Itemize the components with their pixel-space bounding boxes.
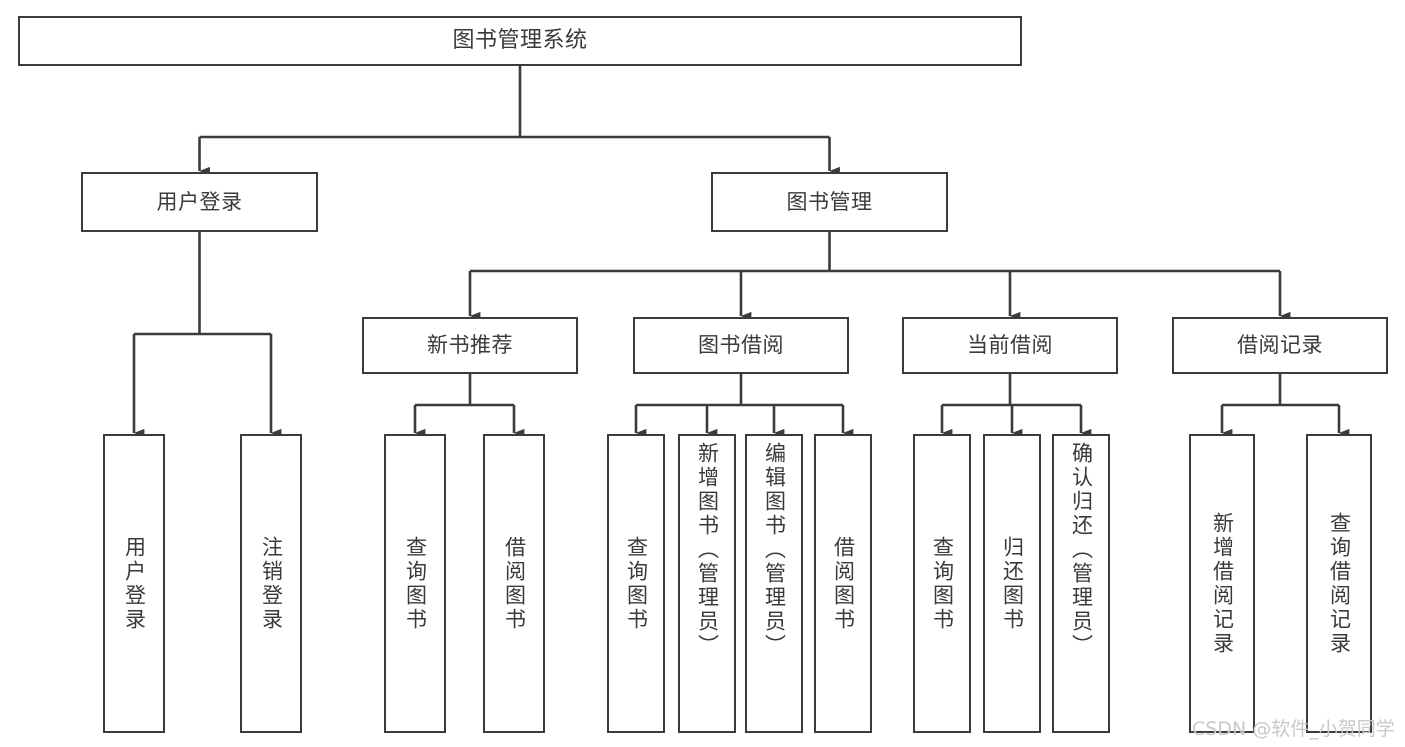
node-label: 借阅图书 — [502, 535, 527, 632]
node-l1-leaf[interactable]: 用户登录 — [103, 434, 165, 733]
node-label: 新增借阅记录 — [1210, 511, 1235, 656]
node-label: 新书推荐 — [427, 333, 513, 358]
node-label: 借阅记录 — [1237, 333, 1323, 358]
node-label: 用户登录 — [156, 189, 243, 214]
node-label: 用户登录 — [122, 535, 147, 632]
node-label: 当前借阅 — [967, 333, 1053, 358]
node-l10-leaf[interactable]: 归还图书 — [983, 434, 1041, 733]
node-l4-leaf[interactable]: 借阅图书 — [483, 434, 545, 733]
node-s2-subbranch[interactable]: 图书借阅 — [633, 317, 849, 374]
node-label: 图书借阅 — [698, 333, 784, 358]
node-s3-subbranch[interactable]: 当前借阅 — [902, 317, 1118, 374]
node-l3-leaf[interactable]: 查询图书 — [384, 434, 446, 733]
node-root-root[interactable]: 图书管理系统 — [18, 16, 1022, 66]
node-label: 借阅图书 — [831, 535, 856, 632]
node-s1-subbranch[interactable]: 新书推荐 — [362, 317, 578, 374]
csdn-watermark: CSDN @软件_小贺同学 — [1192, 718, 1395, 740]
node-label: 查询图书 — [624, 535, 649, 632]
node-label: 编辑图书（管理员） — [762, 442, 787, 658]
node-label: 查询借阅记录 — [1327, 511, 1352, 656]
node-label: 确认归还（管理员） — [1069, 442, 1094, 658]
node-label: 新增图书（管理员） — [695, 442, 720, 658]
node-label: 归还图书 — [1000, 535, 1025, 632]
node-label: 图书管理 — [786, 189, 873, 214]
node-l13-leaf[interactable]: 查询借阅记录 — [1306, 434, 1372, 733]
node-label: 注销登录 — [259, 535, 284, 632]
node-l11-leaf[interactable]: 确认归还（管理员） — [1052, 434, 1110, 733]
node-label: 查询图书 — [403, 535, 428, 632]
node-s4-subbranch[interactable]: 借阅记录 — [1172, 317, 1388, 374]
node-l5-leaf[interactable]: 查询图书 — [607, 434, 665, 733]
node-l8-leaf[interactable]: 借阅图书 — [814, 434, 872, 733]
node-l7-leaf[interactable]: 编辑图书（管理员） — [745, 434, 803, 733]
node-b2-branch[interactable]: 图书管理 — [711, 172, 948, 232]
node-l12-leaf[interactable]: 新增借阅记录 — [1189, 434, 1255, 733]
node-l9-leaf[interactable]: 查询图书 — [913, 434, 971, 733]
node-l6-leaf[interactable]: 新增图书（管理员） — [678, 434, 736, 733]
node-label: 图书管理系统 — [452, 28, 588, 54]
node-label: 查询图书 — [930, 535, 955, 632]
node-b1-branch[interactable]: 用户登录 — [81, 172, 318, 232]
node-l2-leaf[interactable]: 注销登录 — [240, 434, 302, 733]
